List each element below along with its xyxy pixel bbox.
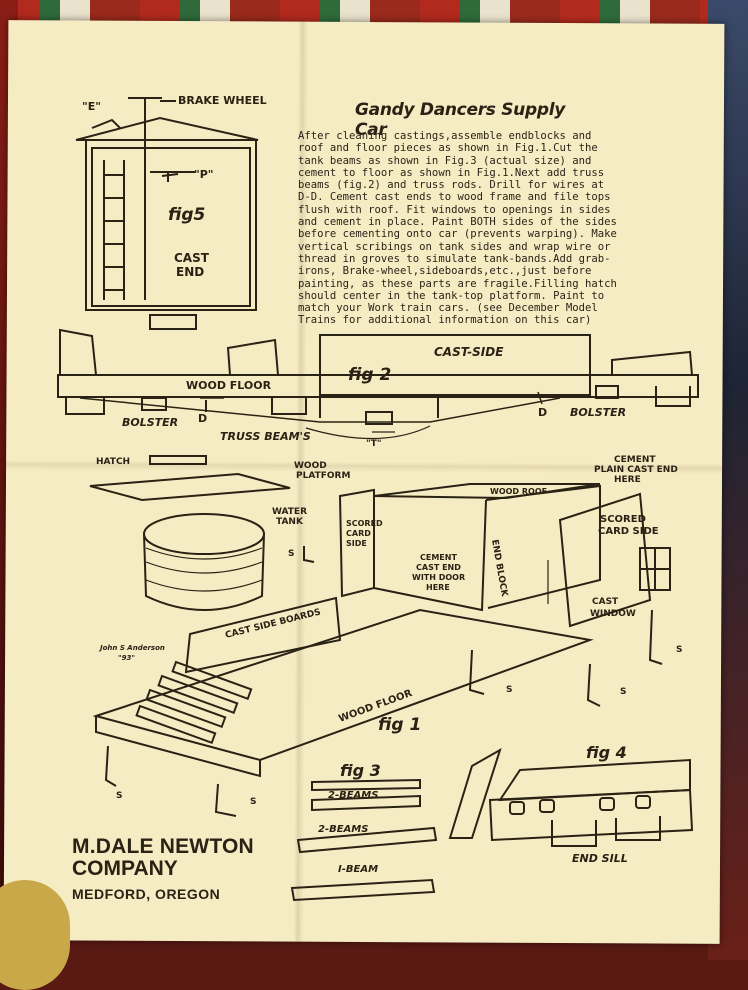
label-hatch: HATCH — [96, 457, 130, 467]
label-truss-beams: TRUSS BEAM'S — [220, 430, 311, 443]
label-e: "E" — [82, 100, 101, 113]
instruction-line: flush with roof. Fit windows to openings… — [298, 203, 611, 216]
label-scored-card-side-l2: CARD — [346, 529, 371, 538]
label-s4: S — [620, 687, 626, 697]
label-s6: S — [250, 797, 256, 807]
label-water-tank-2: TANK — [276, 517, 304, 527]
label-scored-card-side-l3: SIDE — [346, 539, 367, 548]
label-scored-card-side-r2: CARD SIDE — [598, 526, 659, 537]
fig4-end-sill-drawing — [448, 747, 694, 847]
label-wood-platform-1: WOOD — [294, 461, 327, 471]
label-fig1: fig 1 — [378, 715, 421, 735]
label-t: "T" — [366, 439, 382, 449]
fig5-end-view-drawing — [75, 97, 259, 330]
label-d-left: D — [198, 412, 207, 425]
label-cement-door-3: WITH DOOR — [412, 573, 465, 582]
label-fig2: fig 2 — [348, 365, 391, 385]
instruction-line: before cementing onto car (prevents warp… — [298, 228, 617, 241]
company-imprint: M.DALE NEWTON COMPANY MEDFORD, OREGON — [72, 835, 254, 903]
label-two-beams-b: 2-BEAMS — [318, 824, 368, 835]
label-cast-side: CAST-SIDE — [434, 345, 504, 359]
label-cement-door-4: HERE — [426, 583, 450, 592]
instruction-line: thread in groves to simulate tank-bands.… — [298, 252, 611, 265]
label-wood-floor-top: WOOD FLOOR — [186, 379, 272, 392]
instruction-line: After cleaning castings,assemble endbloc… — [298, 130, 592, 142]
instruction-line: Trains for additional information on thi… — [298, 314, 592, 327]
instruction-line: painting, as these parts are fragile.Fil… — [298, 277, 617, 290]
instruction-line: and cement in place. Paint BOTH sides of… — [298, 216, 617, 229]
label-s3: S — [506, 685, 512, 695]
label-fig3: fig 3 — [340, 761, 381, 780]
label-bolster-left: BOLSTER — [122, 416, 178, 429]
instruction-line: roof and floor pieces as shown in Fig.1.… — [298, 142, 598, 155]
label-fig4: fig 4 — [586, 743, 627, 762]
label-end-sill: END SILL — [572, 852, 628, 865]
label-cast-window-2: WINDOW — [590, 609, 636, 619]
fig2-side-view-drawing — [57, 328, 699, 440]
label-two-beams-a: 2-BEAMS — [328, 790, 378, 801]
label-one-beam: I-BEAM — [338, 864, 378, 875]
thumb-in-photo — [0, 880, 70, 990]
instruction-line: cement to floor as shown in Fig.1.Next a… — [298, 166, 605, 179]
label-end-block: END BLOCK — [489, 539, 509, 599]
fig1-assembly-drawing — [89, 455, 671, 817]
fig3-beams-drawing — [290, 778, 438, 902]
company-city: MEDFORD, OREGON — [72, 886, 221, 902]
label-cement-1: CEMENT — [614, 455, 656, 465]
label-wood-roof: WOOD ROOF — [490, 487, 547, 496]
company-name-line1: M.DALE NEWTON — [72, 835, 254, 858]
label-s1: S — [288, 549, 294, 559]
label-s2: S — [676, 645, 682, 655]
instruction-line: tank beams as shown in Fig.3 (actual siz… — [298, 154, 592, 167]
label-p: "P" — [194, 168, 214, 181]
instruction-line: match your Work train cars. (see Decembe… — [298, 302, 598, 315]
label-bolster-right: BOLSTER — [570, 406, 626, 419]
label-fig5: fig5 — [168, 205, 205, 225]
document-title: Gandy Dancers Supply Car — [355, 100, 566, 140]
label-end: END — [176, 265, 204, 279]
label-brake-wheel: BRAKE WHEEL — [178, 94, 267, 107]
label-signature-name: John S Anderson — [98, 644, 165, 652]
instruction-line: vertical scribings on tank sides and wra… — [298, 240, 611, 253]
instruction-line: should center in the tank-top platform. … — [298, 289, 605, 302]
label-scored-card-side-r1: SCORED — [600, 514, 646, 525]
label-cement-3: HERE — [614, 475, 641, 485]
label-wood-platform-2: PLATFORM — [296, 471, 350, 481]
instruction-paragraph: After cleaning castings,assemble endbloc… — [298, 130, 643, 327]
label-signature-year: "93" — [118, 654, 135, 662]
label-s5: S — [116, 791, 122, 801]
assembly-drawings: "E" BRAKE WHEEL "P" fig5 CAST END CAST-S… — [57, 94, 699, 902]
company-name-line2: COMPANY — [72, 857, 178, 880]
label-d-right: D — [538, 406, 547, 419]
label-cast-window-1: CAST — [592, 597, 619, 607]
label-scored-card-side-l1: SCORED — [346, 519, 383, 528]
label-cement-door-2: CAST END — [416, 563, 461, 572]
label-cast: CAST — [174, 251, 210, 265]
instruction-line: beams (fig.2) and truss rods. Drill for … — [298, 179, 605, 192]
label-cement-door-1: CEMENT — [420, 553, 457, 562]
instruction-line: D-D. Cement cast ends to wood frame and … — [298, 191, 611, 204]
label-water-tank-1: WATER — [272, 507, 307, 517]
instruction-line: irons, Brake-wheel,sideboards,etc.,just … — [298, 265, 592, 278]
label-cement-2: PLAIN CAST END — [594, 465, 678, 475]
